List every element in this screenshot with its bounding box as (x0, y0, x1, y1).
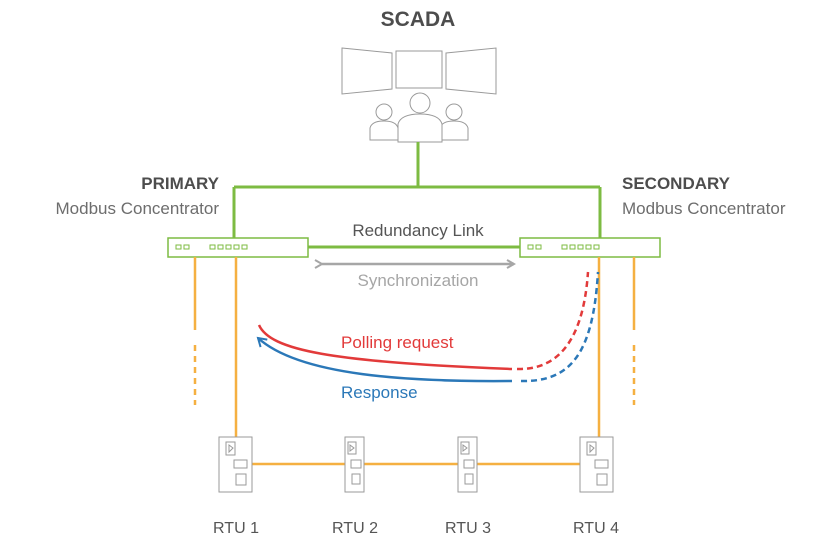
primary-role-label: PRIMARY (141, 174, 219, 193)
rtu-1-label: RTU 1 (213, 520, 259, 537)
secondary-name-label: Modbus Concentrator (622, 199, 786, 218)
polling-request-label: Polling request (341, 333, 454, 352)
secondary-role-label: SECONDARY (622, 174, 730, 193)
secondary-concentrator-icon (519, 237, 661, 258)
rtu-4-label: RTU 4 (573, 520, 619, 537)
rtu-1-device-icon (218, 436, 253, 493)
scada-title: SCADA (380, 8, 456, 31)
rtu-2-label: RTU 2 (332, 520, 378, 537)
redundancy-link-label: Redundancy Link (352, 221, 484, 240)
primary-concentrator-icon (167, 237, 309, 258)
right-monitor-icon (445, 47, 497, 95)
scada-station-icon (341, 47, 497, 143)
response-dashed (520, 271, 600, 383)
response-arrow (256, 336, 513, 383)
operator-center-icon (409, 92, 431, 114)
operator-right-icon (445, 103, 463, 121)
serial-field-bus (193, 257, 636, 466)
rtu-4-device-icon (579, 436, 614, 493)
polling-request-arrow (257, 324, 513, 371)
rtu-2-device-icon (344, 436, 365, 493)
rtu-3-label: RTU 3 (445, 520, 491, 537)
polling-request-dashed (516, 271, 590, 371)
operator-left-icon (375, 103, 393, 121)
synchronization-label: Synchronization (357, 271, 479, 290)
ethernet-network (232, 142, 602, 249)
response-label: Response (341, 383, 418, 402)
left-monitor-icon (341, 47, 393, 95)
rtu-3-device-icon (457, 436, 478, 493)
primary-name-label: Modbus Concentrator (55, 199, 219, 218)
center-monitor-icon (395, 50, 443, 89)
